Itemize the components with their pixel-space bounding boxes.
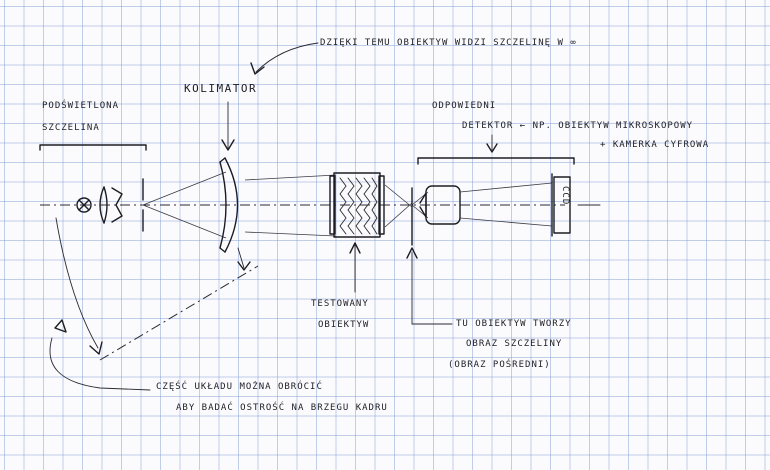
- image-cone: [384, 184, 429, 228]
- label-tu-obiektyw: TU OBIEKTYW TWORZY: [456, 319, 572, 329]
- label-obraz: OBRAZ SZCZELINY: [466, 339, 563, 349]
- label-aby: ABY BADAĆ OSTROŚĆ NA BRZEGU KADRU: [176, 403, 388, 413]
- beam-to-camera: [459, 182, 553, 227]
- label-detektor: DETEKTOR ← NP. OBIEKTYW MIKROSKOPOWY: [462, 121, 694, 131]
- label-odpowiedni: ODPOWIEDNI: [432, 101, 497, 111]
- label-ccd: CCD: [560, 186, 570, 206]
- condenser-lens-icon: [99, 186, 123, 224]
- lamp-icon: [76, 197, 92, 213]
- label-czesc: CZĘŚĆ UKŁADU MOŻNA OBRÓCIĆ: [156, 382, 323, 392]
- ccd-camera-icon: [551, 173, 571, 237]
- label-obiektyw: OBIEKTYW: [318, 320, 370, 330]
- annotation-arrows: [49, 42, 498, 391]
- label-obraz-posredni: (OBRAZ POŚREDNI): [448, 360, 551, 370]
- collimator-lens-icon: [219, 157, 239, 253]
- detector-bracket: [417, 157, 575, 165]
- label-dzieki: DZIĘKI TEMU OBIEKTYW WIDZI SZCZELINĘ W ∞: [320, 38, 577, 48]
- collimated-beam: [244, 174, 337, 237]
- label-kamerka: + KAMERKA CYFROWA: [600, 140, 710, 150]
- rotated-axis: [99, 265, 259, 361]
- label-testowany: TESTOWANY: [311, 299, 369, 309]
- slit-group-bracket: [39, 144, 147, 151]
- label-podswietlona: PODŚWIETLONA: [42, 101, 120, 111]
- beam-slit-to-collimator: [142, 171, 227, 239]
- microscope-objective-icon: [419, 185, 461, 225]
- test-lens-icon: [329, 172, 385, 238]
- label-kolimator: KOLIMATOR: [184, 82, 258, 95]
- label-szczelina: SZCZELINA: [42, 123, 100, 133]
